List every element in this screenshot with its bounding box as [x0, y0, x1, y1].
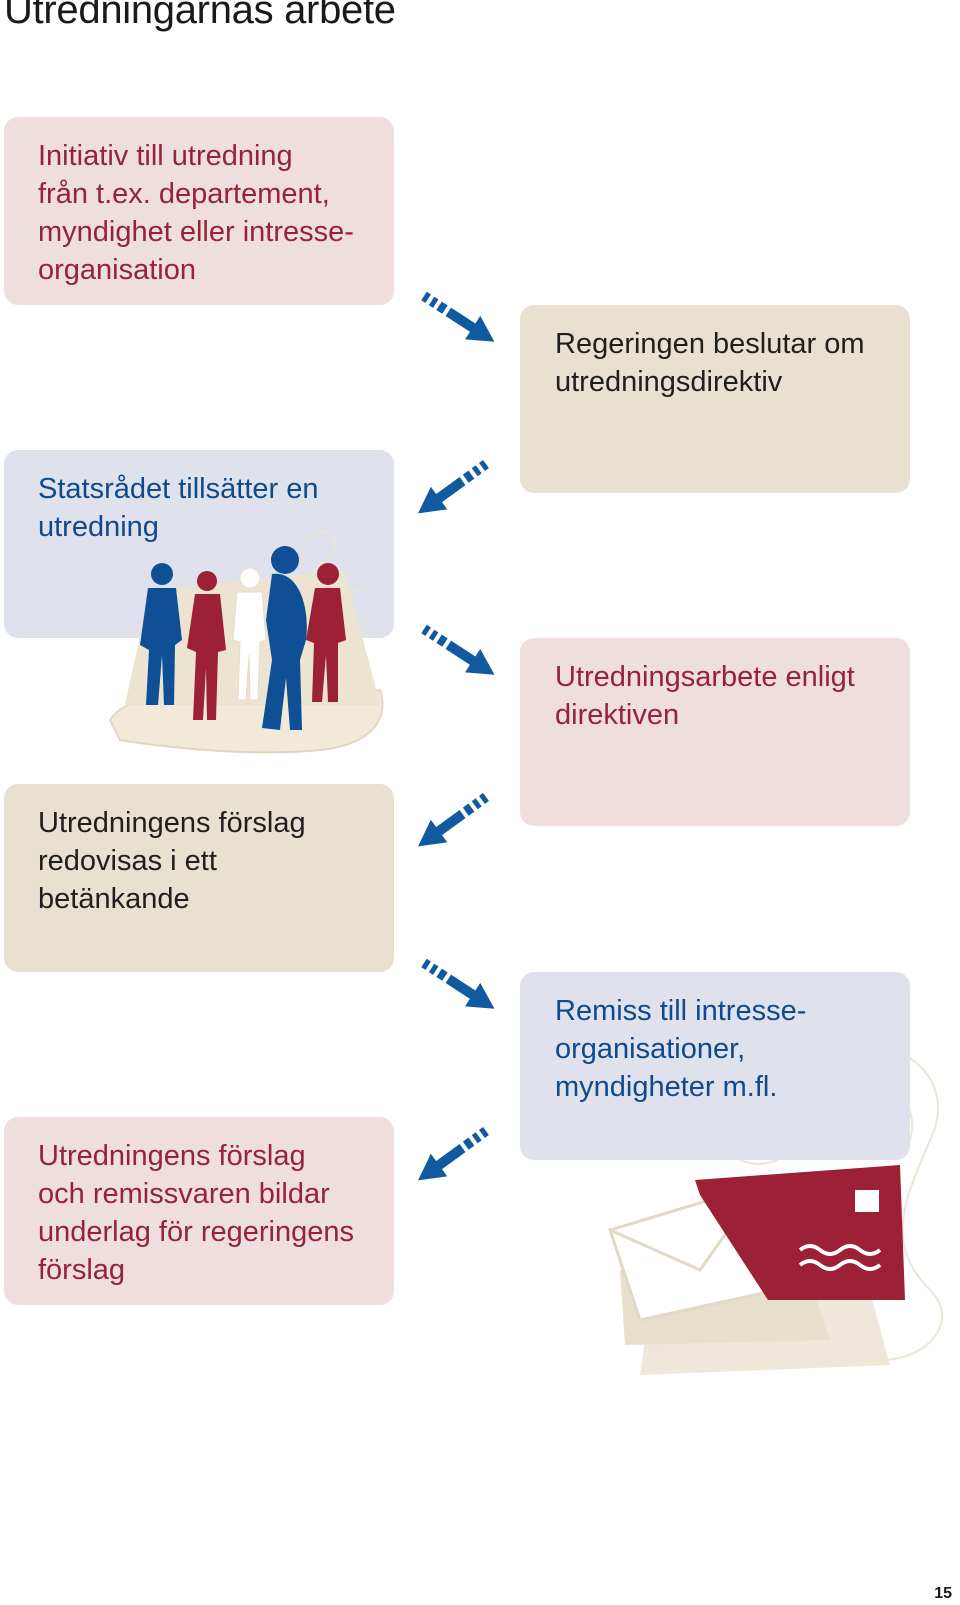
arrow-down-left-1-icon [409, 452, 495, 525]
page-number: 15 [934, 1585, 952, 1602]
page-title: Utredningarnas arbete [4, 0, 396, 32]
step-box-inquiry-work: Utredningsarbete enligt direktiven [520, 638, 910, 826]
arrow-down-left-3-icon [409, 1119, 495, 1192]
arrow-down-right-3-icon [416, 951, 503, 1021]
step-box-report: Utredningens förslag redovisas i ett bet… [4, 784, 394, 972]
step-box-initiative: Initiativ till utredning från t.ex. depa… [4, 117, 394, 305]
envelope-illustration [608, 1044, 943, 1375]
people-group-illustration [108, 531, 384, 754]
step-box-directive: Regeringen beslutar om utredningsdirekti… [520, 305, 910, 493]
step-box-referral: Remiss till intresse- organisationer, my… [520, 972, 910, 1160]
arrow-down-right-1-icon [416, 284, 503, 354]
arrow-down-right-2-icon [416, 617, 503, 687]
arrow-down-left-2-icon [409, 785, 495, 858]
step-box-basis: Utredningens förslag och remissvaren bil… [4, 1117, 394, 1305]
